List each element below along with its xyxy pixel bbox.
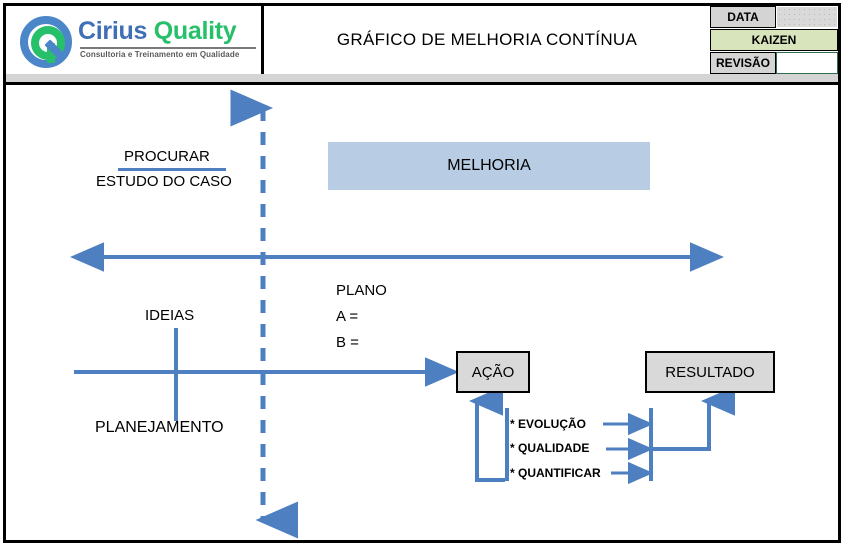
label-estudo-do-caso: ESTUDO DO CASO xyxy=(96,173,232,190)
feedback-to-acao-connector xyxy=(469,386,505,482)
meta-table: DATA KAIZEN REVISÃO xyxy=(710,6,838,74)
meta-label-data: DATA xyxy=(710,6,776,28)
bullet-evolucao: * EVOLUÇÃO xyxy=(510,417,587,431)
bullet-qualidade: * QUALIDADE xyxy=(510,441,590,455)
label-plano: PLANO xyxy=(336,282,387,299)
logo-tagline: Consultoria e Treinamento em Qualidade xyxy=(80,50,240,59)
bullet-quantificar: * QUANTIFICAR xyxy=(510,466,601,480)
label-ideias: IDEIAS xyxy=(145,307,195,324)
meta-value-data[interactable] xyxy=(776,6,838,28)
page-title: GRÁFICO DE MELHORIA CONTÍNUA xyxy=(336,30,638,49)
label-plano-a: A = xyxy=(336,308,359,325)
acao-box: AÇÃO xyxy=(456,351,530,393)
logo-words: Cirius Quality xyxy=(78,16,258,46)
cirius-quality-q-logo-icon xyxy=(20,16,72,68)
logo-divider xyxy=(80,47,256,49)
feedback-to-resultado-connector xyxy=(651,386,735,451)
procurar-underline xyxy=(118,168,226,171)
logo-word-cirius: Cirius xyxy=(78,17,148,45)
resultado-box: RESULTADO xyxy=(645,351,775,393)
meta-value-revisao[interactable] xyxy=(776,52,838,74)
title-cell: GRÁFICO DE MELHORIA CONTÍNUA xyxy=(264,6,710,74)
melhoria-box: MELHORIA xyxy=(328,142,650,190)
company-logo: Cirius Quality Consultoria e Treinamento… xyxy=(14,12,262,70)
page-border xyxy=(3,3,841,543)
logo-cell: Cirius Quality Consultoria e Treinamento… xyxy=(6,6,264,74)
diagram-canvas: PROCURAR ESTUDO DO CASO MELHORIA PLANO A… xyxy=(6,88,838,540)
label-plano-b: B = xyxy=(336,334,359,351)
label-planejamento: PLANEJAMENTO xyxy=(95,419,224,436)
meta-row-kaizen: KAIZEN xyxy=(710,29,838,51)
meta-label-kaizen: KAIZEN xyxy=(710,29,838,51)
logo-word-quality: Quality xyxy=(153,17,237,45)
logo-wordmark: Cirius Quality Consultoria e Treinamento… xyxy=(78,16,258,68)
meta-label-revisao: REVISÃO xyxy=(710,52,776,74)
meta-row-revisao: REVISÃO xyxy=(710,52,838,74)
label-procurar: PROCURAR xyxy=(124,148,210,165)
meta-row-data: DATA xyxy=(710,6,838,28)
header-separator-band xyxy=(6,74,838,85)
header: Cirius Quality Consultoria e Treinamento… xyxy=(6,6,838,74)
